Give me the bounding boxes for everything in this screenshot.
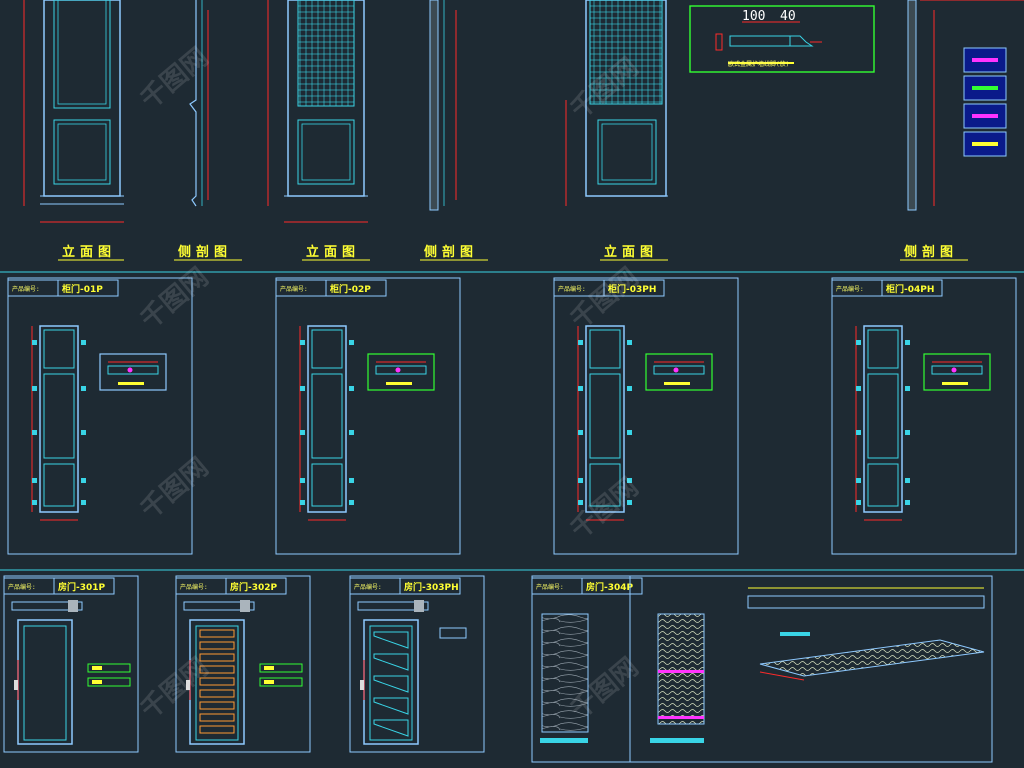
label-section-2: 侧剖图 [424,244,478,260]
panels_mid-tag-1: 产品编号: 柜门-01P [7,279,119,297]
watermark-text: 千图网 [565,472,644,545]
cabinet-door-panels: 产品编号: 柜门-01P 产品编号: 柜门-02P 产品编号: 柜门-03PH 产品编号: 柜… [7,277,1017,555]
product-code-label: 产品编号: [180,583,208,591]
room-door-panel-1: 产品编号: 房门-301P [3,575,139,753]
panels_bottom-tag-3: 产品编号: 房门-303PH [349,577,461,595]
detail-dim-a: 100 [742,9,765,24]
watermark-text: 千图网 [565,262,644,335]
label-elevation-2: 立面图 [306,244,360,260]
label-elevation-3: 立面图 [604,244,658,260]
cabinet-panel-2: 产品编号: 柜门-02P [275,277,461,555]
product-code: 柜门-03PH [607,283,656,295]
door-section-3 [907,0,1024,211]
cabinet-panel-4: 产品编号: 柜门-04PH [831,277,1017,555]
material-legend [963,47,1007,157]
top-label-row: 立面图 侧剖图 立面图 侧剖图 立面图 侧剖图 [58,244,968,261]
panels_mid-tag-4: 产品编号: 柜门-04PH [831,279,943,297]
door-elevation-1 [23,0,124,223]
product-code: 柜门-02P [329,283,371,295]
watermark-text: 千图网 [135,42,214,115]
product-code-label: 产品编号: [558,285,586,293]
product-code: 柜门-01P [61,283,103,295]
product-code-label: 产品编号: [8,583,36,591]
panels_mid-tag-2: 产品编号: 柜门-02P [275,279,387,297]
product-code-label: 产品编号: [836,285,864,293]
product-code-label: 产品编号: [354,583,382,591]
panels_bottom-tag-2: 产品编号: 房门-302P [175,577,287,595]
floor-board-sheet [531,575,993,763]
watermark-text: 千图网 [135,262,214,335]
door-section-2 [429,0,457,211]
panels_mid-tag-3: 产品编号: 柜门-03PH [553,279,665,297]
product-code-label: 产品编号: [280,285,308,293]
door-section-1 [189,0,209,207]
label-section-3: 侧剖图 [904,244,958,260]
door-elevation-3 [565,0,668,206]
product-code: 房门-302P [230,581,278,593]
room-door-panel-3: 产品编号: 房门-303PH [349,575,485,753]
panels_bottom-tag-4: 产品编号: 房门-304P [531,577,643,595]
detail-caption: 欧式金属护墙线脚(放) [728,60,789,68]
room-door-panel-2: 产品编号: 房门-302P [175,575,311,753]
door-elevation-2 [267,0,368,223]
product-code: 柜门-04PH [885,283,934,295]
detail-dim-b: 40 [780,9,796,24]
label-section-1: 侧剖图 [178,244,232,260]
product-code: 房门-303PH [404,581,459,593]
label-elevation-1: 立面图 [62,244,116,260]
cabinet-panel-3: 产品编号: 柜门-03PH [553,277,739,555]
watermark-text: 千图网 [135,452,214,525]
product-code-label: 产品编号: [12,285,40,293]
molding-detail-box [689,5,875,73]
product-code: 房门-304P [586,581,634,593]
product-code-label: 产品编号: [536,583,564,591]
panels_bottom-tag-1: 产品编号: 房门-301P [3,577,115,595]
product-code: 房门-301P [58,581,106,593]
cabinet-panel-1: 产品编号: 柜门-01P [7,277,193,555]
